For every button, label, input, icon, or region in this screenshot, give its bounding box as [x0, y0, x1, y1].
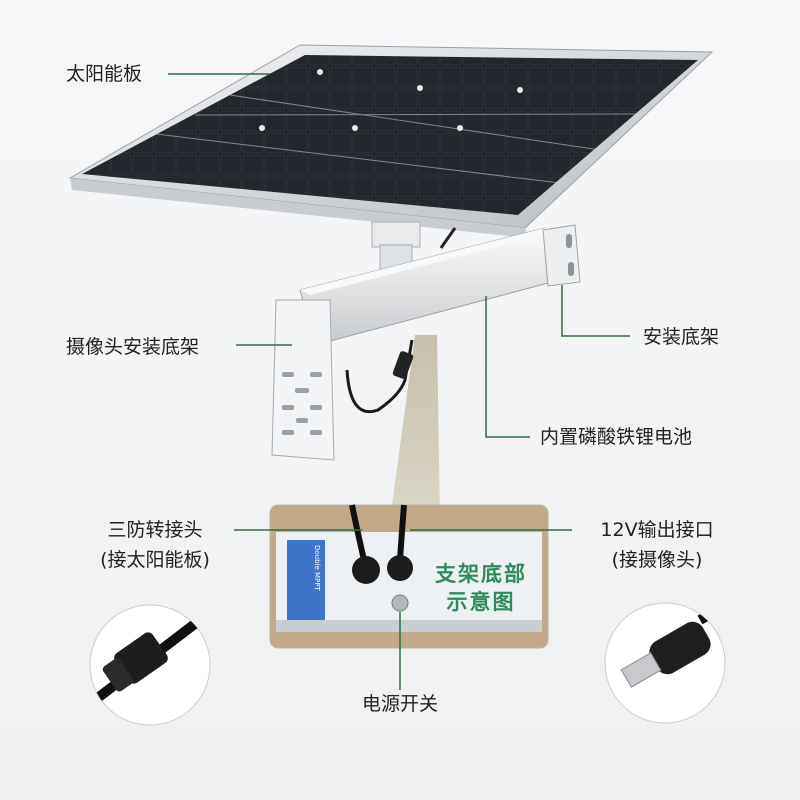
battery-label: 内置磷酸铁锂电池 — [540, 426, 693, 448]
bracket-graphic — [271, 221, 581, 461]
bracket-bottom-inset — [269, 504, 549, 649]
inset-caption-line1: 支架底部 — [435, 562, 527, 586]
output-label: 12V输出接口 — [600, 519, 714, 541]
mount-bracket-label: 安装底架 — [643, 326, 720, 348]
camera-bracket-label: 摄像头安装底架 — [66, 336, 200, 358]
pole — [390, 335, 440, 520]
output-sublabel: (接摄像头) — [611, 549, 703, 571]
power-switch-label: 电源开关 — [361, 693, 438, 715]
connector-label: 三防转接头 — [107, 519, 203, 541]
connector-closeup — [89, 604, 211, 726]
connector-sublabel: (接太阳能板) — [100, 549, 210, 571]
solar-panel-graphic — [68, 44, 714, 238]
solar-panel-label: 太阳能板 — [66, 63, 143, 85]
sticker-text: Double MPPT — [313, 545, 321, 591]
dc-plug-closeup — [604, 602, 726, 724]
leader-lines — [168, 73, 630, 690]
inset-caption-line2: 示意图 — [446, 590, 516, 614]
